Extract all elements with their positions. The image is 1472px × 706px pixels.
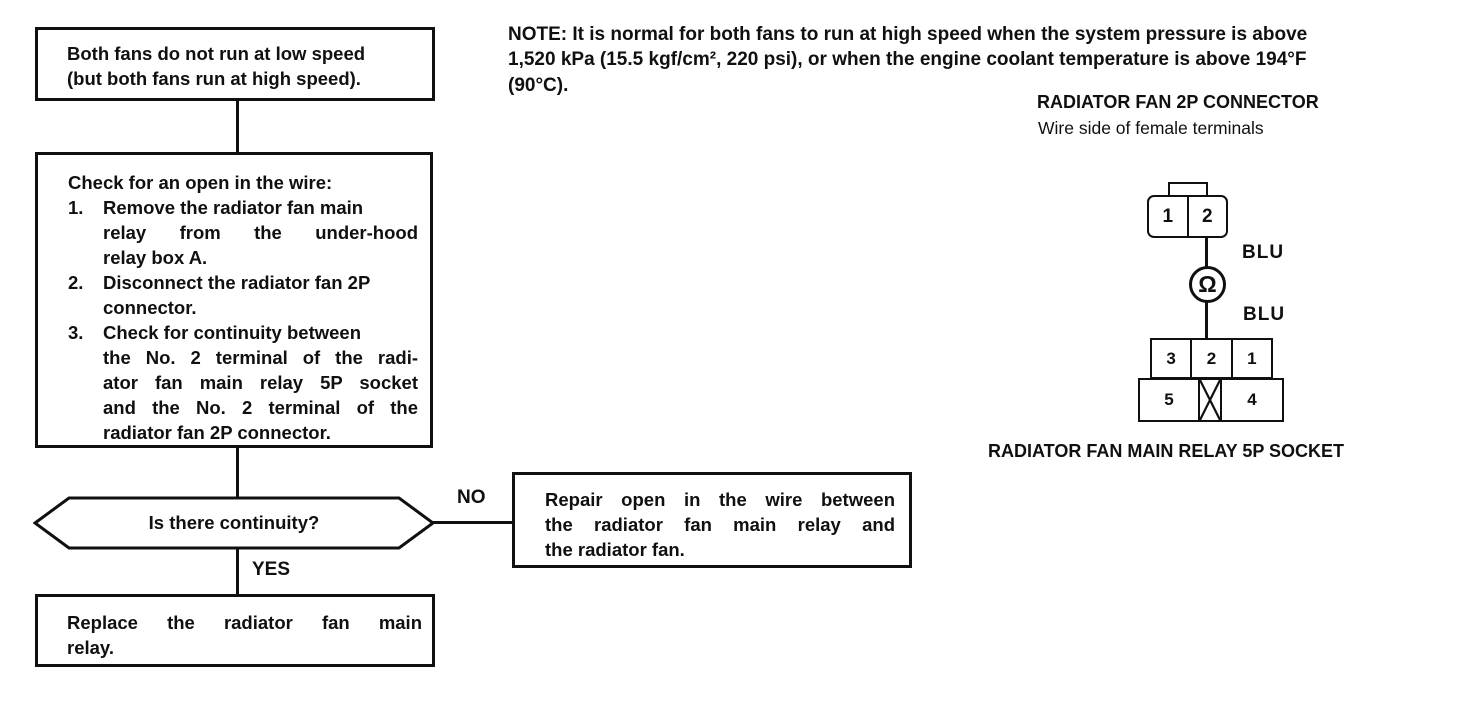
check-box-title: Check for an open in the wire:: [68, 172, 333, 193]
repair-box-line: Repair open in the wire between: [545, 489, 895, 510]
check-step-2: 2. Disconnect the radiator fan 2P connec…: [68, 270, 418, 320]
x-mark-icon: [1200, 380, 1220, 420]
replace-box-line: Replace the radiator fan main: [67, 612, 422, 633]
note-line: (90°C).: [508, 74, 569, 96]
step-line: Remove the radiator fan main: [103, 197, 364, 218]
replace-box: Replace the radiator fan main relay.: [35, 594, 435, 667]
socket-caption: RADIATOR FAN MAIN RELAY 5P SOCKET: [988, 441, 1345, 461]
check-step-3: 3. Check for continuity between the No. …: [68, 320, 418, 445]
socket-pin-5: 5: [1164, 390, 1174, 409]
replace-box-line: relay.: [67, 637, 114, 658]
connector-diagram-title: RADIATOR FAN 2P CONNECTOR: [1037, 92, 1319, 112]
step-line: radiator fan 2P connector.: [103, 422, 331, 443]
step-line: relay from the under-hood: [103, 222, 418, 243]
step-line: relay box A.: [103, 247, 208, 268]
socket-pin-3: 3: [1166, 348, 1176, 368]
socket-pin-2: 2: [1190, 340, 1230, 377]
socket-blocked-cell: [1198, 380, 1222, 420]
check-step-1: 1. Remove the radiator fan main relay fr…: [68, 195, 418, 270]
wire-color-label-bottom: BLU: [1243, 304, 1286, 325]
start-box-line: (but both fans run at high speed).: [67, 68, 361, 89]
ohmmeter-icon: Ω: [1189, 266, 1226, 303]
decision-hexagon: Is there continuity?: [32, 496, 436, 550]
connector-2p-tab: [1168, 182, 1208, 197]
note-line: 1,520 kPa (15.5 kgf/cm², 220 psi), or wh…: [508, 49, 1307, 71]
connector-2p-pin-1: 1: [1149, 197, 1189, 236]
start-box-line: Both fans do not run at low speed: [67, 43, 366, 64]
step-line: connector.: [103, 297, 197, 318]
note-paragraph: NOTE: It is normal for both fans to run …: [508, 22, 1463, 98]
connector-line-start-to-check: [236, 100, 239, 153]
step-number: 1.: [68, 197, 84, 218]
step-line: the No. 2 terminal of the radi-: [103, 347, 418, 368]
connector-2p-pin-2: 2: [1201, 205, 1213, 227]
socket-pin-1: 1: [1230, 340, 1271, 377]
wire-upper: [1205, 238, 1208, 267]
wire-lower: [1205, 302, 1208, 339]
socket-5p-row2: 5 4: [1138, 378, 1284, 422]
repair-box-line: the radiator fan main relay and: [545, 514, 895, 535]
connector-line-decision-to-replace: [236, 549, 239, 598]
check-box: Check for an open in the wire: 1. Remove…: [35, 152, 433, 448]
step-line: and the No. 2 terminal of the: [103, 397, 418, 418]
step-line: Disconnect the radiator fan 2P: [103, 272, 371, 293]
socket-pin-4: 4: [1247, 390, 1257, 409]
yes-label: YES: [252, 559, 291, 580]
repair-box: Repair open in the wire between the radi…: [512, 472, 912, 568]
step-line: ator fan main relay 5P socket: [103, 372, 418, 393]
no-label: NO: [457, 487, 486, 508]
step-number: 3.: [68, 322, 84, 343]
connector-line-check-to-decision: [236, 447, 239, 498]
repair-box-line: the radiator fan.: [545, 539, 685, 560]
connector-diagram-subtitle: Wire side of female terminals: [1038, 118, 1264, 138]
step-line: Check for continuity between: [103, 322, 362, 343]
step-number: 2.: [68, 272, 84, 293]
wire-color-label-top: BLU: [1242, 242, 1285, 263]
no-branch-line: [433, 521, 512, 524]
ohm-symbol: Ω: [1198, 271, 1217, 297]
connector-2p: 1 2: [1147, 195, 1228, 238]
socket-5p-row1: 3 2 1: [1150, 338, 1273, 379]
start-box: Both fans do not run at low speed (but b…: [35, 27, 435, 101]
note-line: NOTE: It is normal for both fans to run …: [508, 24, 1308, 45]
decision-question: Is there continuity?: [148, 512, 320, 533]
